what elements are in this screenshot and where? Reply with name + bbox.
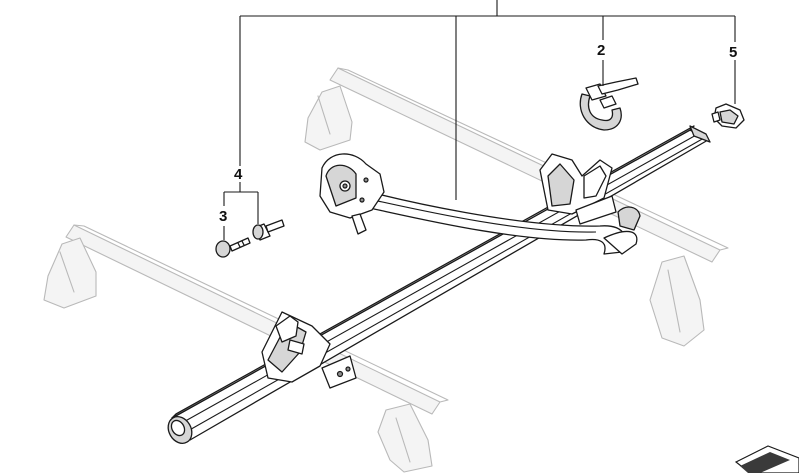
downtube-holder-arm — [319, 153, 641, 255]
callout-3: 3 — [219, 208, 227, 225]
cap-part-5 — [711, 103, 745, 129]
callout-4: 4 — [234, 166, 243, 183]
carrier-rail — [167, 125, 711, 444]
strap-part-2 — [579, 77, 639, 131]
roof-rack-ghost-front — [43, 224, 449, 473]
lock-cylinder-part-4 — [252, 219, 285, 241]
key-part-3 — [215, 237, 251, 258]
callout-2: 2 — [597, 42, 605, 59]
leader-lines — [223, 0, 736, 240]
callout-5: 5 — [729, 44, 737, 61]
corner-badge-icon — [734, 445, 799, 473]
rear-wheel-holder — [539, 153, 617, 225]
front-wheel-holder — [261, 311, 357, 389]
